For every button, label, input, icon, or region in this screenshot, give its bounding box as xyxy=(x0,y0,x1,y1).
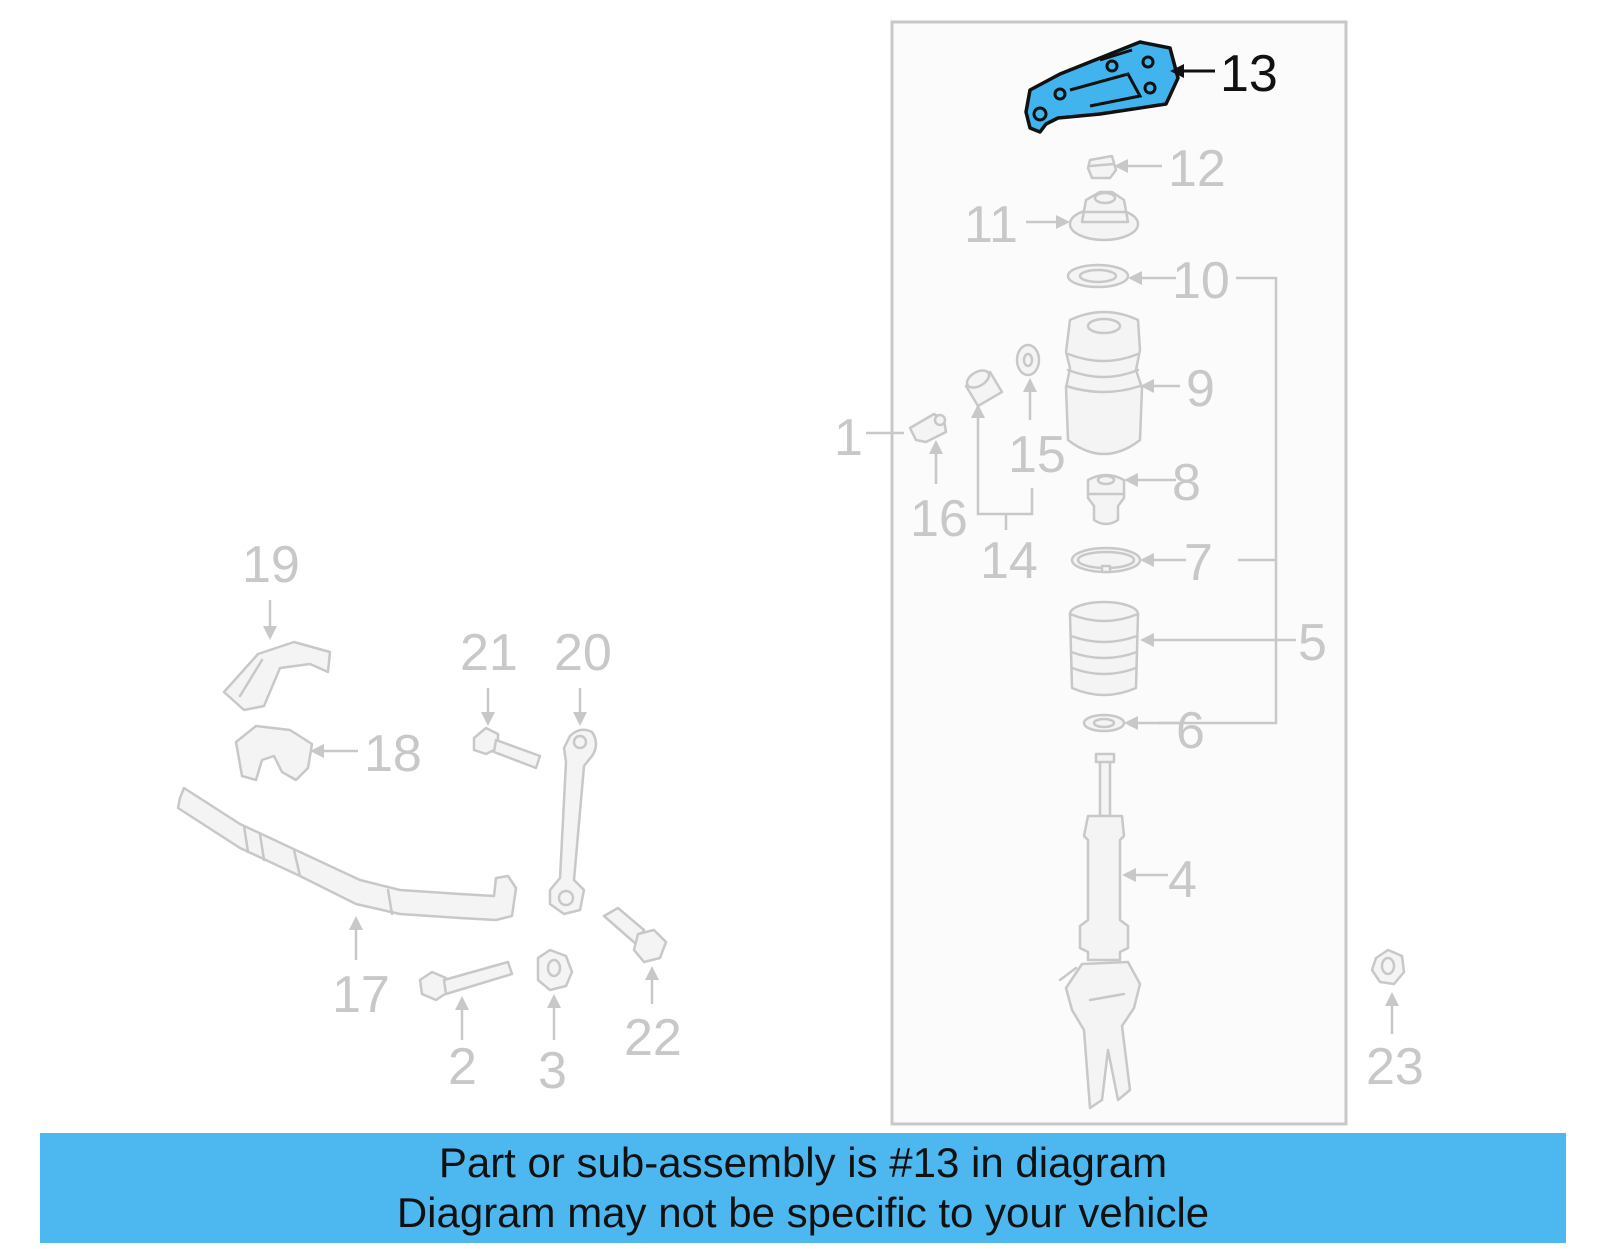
part-12-nut[interactable] xyxy=(1086,154,1118,180)
callout-6-label: 6 xyxy=(1176,702,1205,760)
callout-8-label: 8 xyxy=(1172,454,1201,512)
callout-17: 17 xyxy=(332,916,390,1024)
caption-line-2: Diagram may not be specific to your vehi… xyxy=(396,1189,1210,1236)
callout-16: 16 xyxy=(910,440,968,548)
part-19-clamp[interactable] xyxy=(222,640,332,712)
callout-13: 13 xyxy=(1170,45,1278,103)
part-5-dust-boot[interactable] xyxy=(1068,600,1140,697)
callout-1-label: 1 xyxy=(834,409,863,467)
caption-bar: Part or sub-assembly is #13 in diagram D… xyxy=(40,1133,1566,1243)
part-2-bolt[interactable] xyxy=(418,960,514,1002)
callout-8: 8 xyxy=(1124,454,1201,512)
part-4-shock-absorber[interactable] xyxy=(1058,752,1142,1110)
callout-15: 15 xyxy=(1008,378,1066,484)
part-10-washer[interactable] xyxy=(1066,263,1130,289)
part-9-air-spring[interactable] xyxy=(1064,310,1144,456)
part-7-clamp-ring[interactable] xyxy=(1070,546,1142,574)
caption-line-1: Part or sub-assembly is #13 in diagram xyxy=(438,1139,1168,1186)
callout-12-label: 12 xyxy=(1168,140,1226,198)
bracket-5 xyxy=(1158,276,1278,725)
part-1-sensor[interactable] xyxy=(908,412,948,444)
callout-15-label: 15 xyxy=(1008,426,1066,484)
callout-9: 9 xyxy=(1140,360,1215,418)
callout-17-label: 17 xyxy=(332,966,390,1024)
callout-20-label: 20 xyxy=(554,624,612,682)
callout-14: 14 xyxy=(971,404,1038,590)
callout-19-label: 19 xyxy=(242,536,300,594)
callout-6: 6 xyxy=(1124,702,1205,760)
callout-22: 22 xyxy=(624,966,682,1067)
callout-2: 2 xyxy=(448,996,477,1096)
part-21-bolt[interactable] xyxy=(472,726,542,770)
callout-10-label: 10 xyxy=(1172,252,1230,310)
callout-20: 20 xyxy=(554,624,612,726)
callout-14-label: 14 xyxy=(980,532,1038,590)
callout-21: 21 xyxy=(460,624,518,726)
part-16-sleeve[interactable] xyxy=(964,367,1004,408)
part-8-bump-stop[interactable] xyxy=(1086,473,1126,526)
callout-23-label: 23 xyxy=(1366,1038,1424,1096)
callout-10: 10 xyxy=(1128,252,1230,310)
part-17-stabilizer-bar[interactable] xyxy=(176,786,518,922)
callout-9-label: 9 xyxy=(1186,360,1215,418)
part-18-bushing[interactable] xyxy=(234,724,314,782)
part-23-nut[interactable] xyxy=(1370,948,1406,986)
callout-16-label: 16 xyxy=(910,490,968,548)
part-20-stabilizer-link[interactable] xyxy=(548,728,598,916)
callout-5-label: 5 xyxy=(1298,614,1327,672)
callout-7: 7 xyxy=(1140,534,1213,592)
part-13-upper-mount-bracket[interactable] xyxy=(1024,40,1180,134)
part-11-strut-mount[interactable] xyxy=(1068,190,1140,242)
callout-13-label: 13 xyxy=(1220,45,1278,103)
callout-21-label: 21 xyxy=(460,624,518,682)
callout-2-label: 2 xyxy=(448,1038,477,1096)
callout-4: 4 xyxy=(1122,851,1197,909)
callout-1: 1 xyxy=(834,409,904,467)
callout-7-label: 7 xyxy=(1184,534,1213,592)
callout-11: 11 xyxy=(964,196,1070,254)
callout-19: 19 xyxy=(242,536,300,640)
part-15-washer[interactable] xyxy=(1015,343,1041,377)
callout-3-label: 3 xyxy=(538,1042,567,1100)
callout-18: 18 xyxy=(310,725,422,783)
callout-3: 3 xyxy=(538,994,567,1100)
callout-12: 12 xyxy=(1114,140,1226,198)
part-6-washer[interactable] xyxy=(1082,713,1126,733)
callout-18-label: 18 xyxy=(364,725,422,783)
callout-22-label: 22 xyxy=(624,1009,682,1067)
part-22-bolt[interactable] xyxy=(602,906,668,964)
callout-11-label: 11 xyxy=(964,196,1018,254)
callout-5: 5 xyxy=(1140,614,1327,672)
callout-4-label: 4 xyxy=(1168,851,1197,909)
part-3-nut[interactable] xyxy=(536,948,574,992)
callout-23: 23 xyxy=(1366,992,1424,1096)
